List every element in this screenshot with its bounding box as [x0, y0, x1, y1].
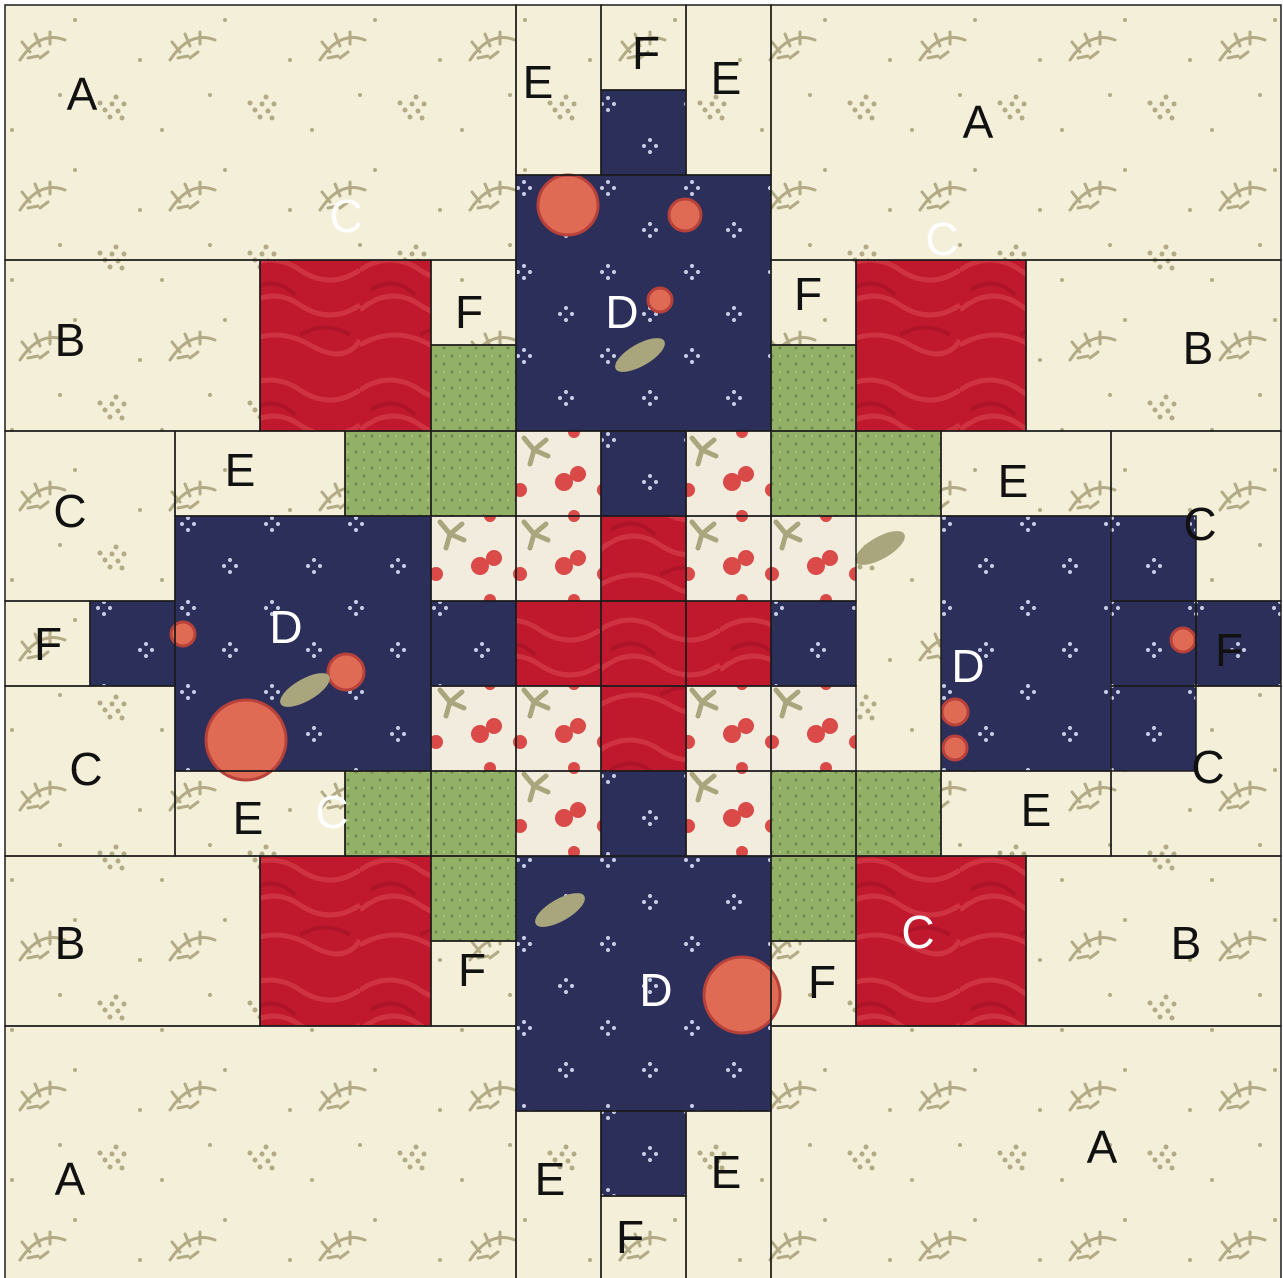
center-square-print: [686, 431, 771, 516]
center-square-print: [516, 431, 601, 516]
center-square-print: [686, 516, 771, 601]
label-c-lower-right-red: C: [901, 906, 934, 958]
label-e-bottom-right: E: [711, 1146, 742, 1198]
label-c-left-upper: C: [53, 485, 86, 537]
label-f-left: F: [34, 618, 62, 670]
rose-motif-bottom: [704, 957, 780, 1033]
center-square-print: [516, 771, 601, 856]
label-f-right: F: [1215, 624, 1243, 676]
red-square-lower-right: [856, 856, 1026, 1026]
navy-square-top: [601, 90, 686, 175]
green-square-upper-right-outer: [856, 431, 941, 516]
center-square-green: [431, 431, 516, 516]
center-square-print: [686, 771, 771, 856]
center-square-red: [601, 516, 686, 601]
rose-motif-top: [538, 175, 598, 235]
center-square-green: [771, 771, 856, 856]
rose-motif-right-bud-lower: [943, 736, 967, 760]
label-a-top-right: A: [963, 96, 994, 148]
label-b-lower-left: B: [55, 917, 86, 969]
center-square-green: [771, 431, 856, 516]
center-square-print: [771, 686, 856, 771]
green-square-upper-left-outer: [345, 431, 431, 516]
label-e-upper-left: E: [225, 444, 256, 496]
label-b-lower-right: B: [1171, 917, 1202, 969]
label-c-lower-left-fabric: C: [315, 786, 348, 838]
rose-motif-left: [206, 700, 286, 780]
label-e-lower-right: E: [1021, 784, 1052, 836]
label-c-upper-left-fabric: C: [329, 190, 362, 242]
label-c-right-lower: C: [1191, 741, 1224, 793]
center-square-print: [686, 686, 771, 771]
label-b-upper-left: B: [55, 314, 86, 366]
navy-square-bottom: [601, 1111, 686, 1196]
center-square-red: [601, 601, 686, 686]
rose-motif-left-bud: [328, 654, 364, 690]
label-f-upper-left: F: [455, 286, 483, 338]
center-square-navy: [601, 771, 686, 856]
label-c-upper-right-fabric: C: [925, 213, 958, 265]
label-e-lower-left: E: [233, 792, 264, 844]
navy-square-left: [90, 601, 175, 686]
center-square-print: [771, 516, 856, 601]
red-square-lower-left: [260, 856, 431, 1026]
fabric-patches: [5, 5, 1281, 1278]
red-square-upper-right: [856, 260, 1026, 431]
label-e-upper-right: E: [998, 455, 1029, 507]
label-f-lower-left: F: [458, 944, 486, 996]
center-square-navy: [431, 601, 516, 686]
center-square-print: [516, 516, 601, 601]
label-f-top: F: [632, 27, 660, 79]
label-e-top-right: E: [711, 52, 742, 104]
label-d-top: D: [605, 286, 638, 338]
label-a-bottom-left: A: [55, 1153, 86, 1205]
label-d-right: D: [951, 640, 984, 692]
center-square-print: [431, 686, 516, 771]
label-b-upper-right: B: [1183, 322, 1214, 374]
label-d-bottom: D: [639, 964, 672, 1016]
red-square-upper-left: [260, 260, 431, 431]
label-c-right-upper: C: [1183, 498, 1216, 550]
center-square-navy: [601, 431, 686, 516]
center-square-red: [686, 601, 771, 686]
label-f-bottom: F: [616, 1211, 644, 1263]
center-square-navy: [771, 601, 856, 686]
rose-motif-right-square: [1171, 628, 1195, 652]
label-c-left-lower: C: [69, 743, 102, 795]
center-square-print: [516, 686, 601, 771]
center-square-print: [431, 516, 516, 601]
label-e-top-left: E: [523, 56, 554, 108]
label-a-top-left: A: [67, 68, 98, 120]
label-d-left: D: [269, 601, 302, 653]
label-e-bottom-left: E: [535, 1153, 566, 1205]
green-square-lower-left-outer: [345, 771, 431, 856]
rose-motif-right-bud: [942, 699, 968, 725]
label-a-bottom-right: A: [1087, 1121, 1118, 1173]
rose-motif-top-small: [669, 199, 701, 231]
center-square-green: [431, 771, 516, 856]
label-f-lower-right: F: [808, 956, 836, 1008]
green-square-lower-right-outer: [856, 771, 941, 856]
rose-motif-top-bud: [648, 288, 672, 312]
label-f-upper-right: F: [794, 268, 822, 320]
center-square-red: [516, 601, 601, 686]
center-square-red: [601, 686, 686, 771]
